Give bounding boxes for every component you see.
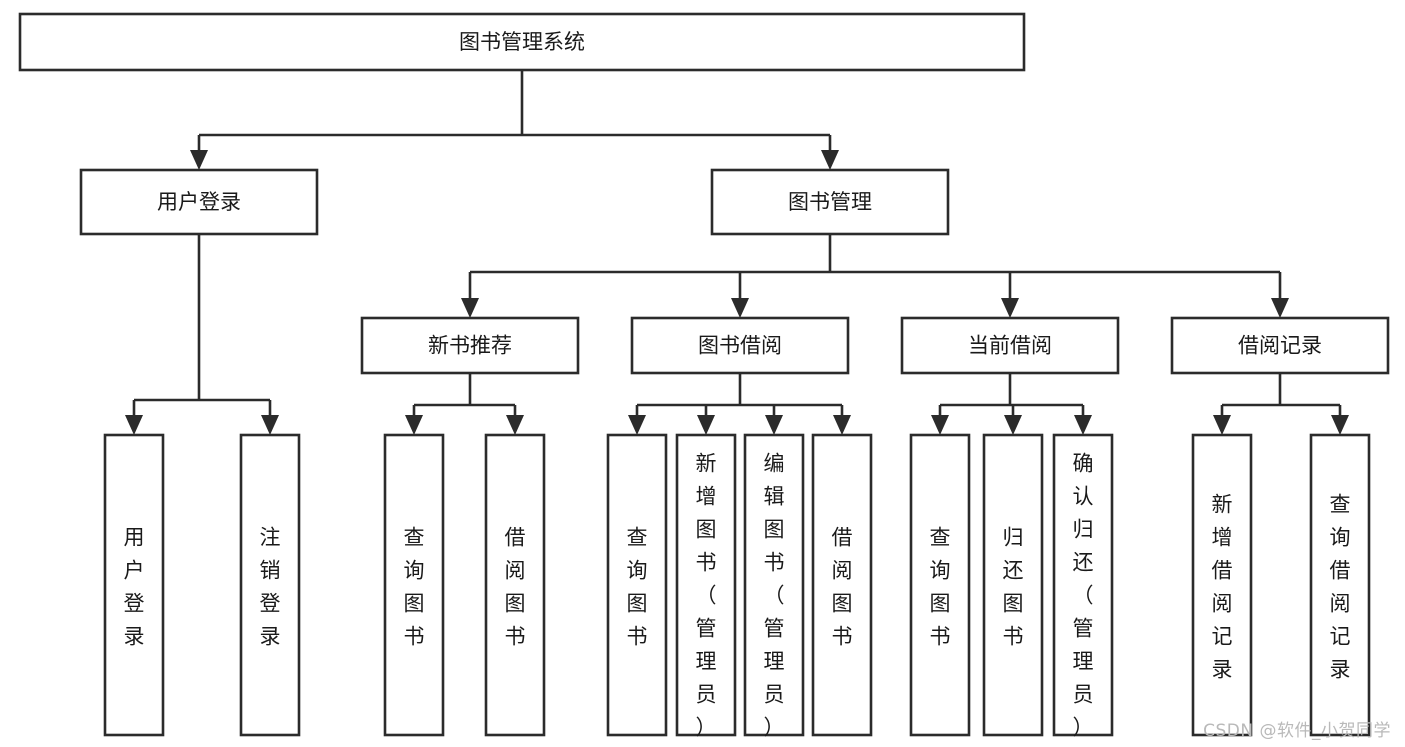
node-new-book-rec[interactable]: 新书推荐 — [360, 316, 580, 375]
node-label: 查询图书 — [627, 526, 648, 649]
node-label: 借阅记录 — [1238, 334, 1322, 358]
arrow-head-icon — [821, 150, 839, 170]
node-box-rect — [383, 433, 445, 737]
node-label: 用户登录 — [124, 526, 145, 649]
arrow-head-icon — [931, 415, 949, 435]
node-leaf-logout[interactable]: 注销登录 — [239, 433, 301, 737]
node-box-rect — [103, 433, 165, 737]
node-label: 确认归还（管理员） — [1073, 452, 1094, 740]
arrow-head-icon — [697, 415, 715, 435]
node-leaf-query-record[interactable]: 查询借阅记录 — [1309, 433, 1371, 737]
arrow-head-icon — [731, 298, 749, 318]
node-leaf-return-book[interactable]: 归还图书 — [982, 433, 1044, 737]
node-label: 查询图书 — [404, 526, 425, 649]
connector-lines-layer — [125, 70, 1349, 435]
node-label: 新增图书（管理员） — [696, 452, 717, 740]
node-leaf-add-book[interactable]: 新增图书（管理员） — [675, 433, 737, 740]
arrow-head-icon — [461, 298, 479, 318]
node-box-rect — [239, 433, 301, 737]
arrow-head-icon — [506, 415, 524, 435]
node-leaf-user-login[interactable]: 用户登录 — [103, 433, 165, 737]
node-box-rect — [1191, 433, 1253, 737]
node-box-rect — [909, 433, 971, 737]
arrow-head-icon — [1331, 415, 1349, 435]
node-box-rect — [1170, 316, 1390, 375]
node-leaf-query-book-1[interactable]: 查询图书 — [383, 433, 445, 737]
node-label: 新增借阅记录 — [1212, 493, 1233, 682]
node-leaf-borrow-book-1[interactable]: 借阅图书 — [484, 433, 546, 737]
node-label: 归还图书 — [1003, 526, 1024, 649]
node-box-rect — [630, 316, 850, 375]
arrow-head-icon — [1213, 415, 1231, 435]
node-leaf-confirm-return[interactable]: 确认归还（管理员） — [1052, 433, 1114, 740]
node-box-rect — [1052, 433, 1114, 737]
arrow-head-icon — [765, 415, 783, 435]
node-boxes-layer: 图书管理系统用户登录图书管理新书推荐图书借阅当前借阅借阅记录用户登录注销登录查询… — [18, 12, 1390, 740]
node-box-rect — [79, 168, 319, 236]
node-label: 借阅图书 — [832, 526, 853, 649]
arrow-head-icon — [833, 415, 851, 435]
arrow-head-icon — [1001, 298, 1019, 318]
node-book-manage[interactable]: 图书管理 — [710, 168, 950, 236]
node-label: 编辑图书（管理员） — [764, 452, 785, 740]
node-leaf-query-book-3[interactable]: 查询图书 — [909, 433, 971, 737]
node-box-rect — [606, 433, 668, 737]
node-root[interactable]: 图书管理系统 — [18, 12, 1026, 72]
node-leaf-add-record[interactable]: 新增借阅记录 — [1191, 433, 1253, 737]
arrow-head-icon — [261, 415, 279, 435]
node-label: 图书借阅 — [698, 334, 782, 358]
node-leaf-edit-book[interactable]: 编辑图书（管理员） — [743, 433, 805, 740]
node-box-rect — [743, 433, 805, 737]
node-box-rect — [900, 316, 1120, 375]
node-box-rect — [811, 433, 873, 737]
node-label: 新书推荐 — [428, 334, 512, 358]
arrow-head-icon — [1004, 415, 1022, 435]
arrow-head-icon — [1074, 415, 1092, 435]
node-user-login[interactable]: 用户登录 — [79, 168, 319, 236]
node-box-rect — [360, 316, 580, 375]
node-box-rect — [710, 168, 950, 236]
node-leaf-query-book-2[interactable]: 查询图书 — [606, 433, 668, 737]
node-label: 借阅图书 — [505, 526, 526, 649]
arrow-head-icon — [125, 415, 143, 435]
node-box-rect — [18, 12, 1026, 72]
node-label: 查询图书 — [930, 526, 951, 649]
node-box-rect — [1309, 433, 1371, 737]
node-box-rect — [675, 433, 737, 737]
arrow-head-icon — [190, 150, 208, 170]
arrow-head-icon — [1271, 298, 1289, 318]
arrow-head-icon — [405, 415, 423, 435]
node-leaf-borrow-book-2[interactable]: 借阅图书 — [811, 433, 873, 737]
node-label: 用户登录 — [157, 190, 241, 214]
node-label: 图书管理系统 — [459, 30, 585, 54]
node-label: 图书管理 — [788, 190, 872, 214]
node-label: 注销登录 — [260, 526, 281, 649]
node-label: 查询借阅记录 — [1330, 493, 1351, 682]
node-book-borrow[interactable]: 图书借阅 — [630, 316, 850, 375]
node-box-rect — [484, 433, 546, 737]
arrow-head-icon — [628, 415, 646, 435]
node-label: 当前借阅 — [968, 334, 1052, 358]
node-borrow-record[interactable]: 借阅记录 — [1170, 316, 1390, 375]
node-box-rect — [982, 433, 1044, 737]
node-current-borrow[interactable]: 当前借阅 — [900, 316, 1120, 375]
csdn-watermark: CSDN @软件_小贺同学 — [1203, 721, 1391, 741]
